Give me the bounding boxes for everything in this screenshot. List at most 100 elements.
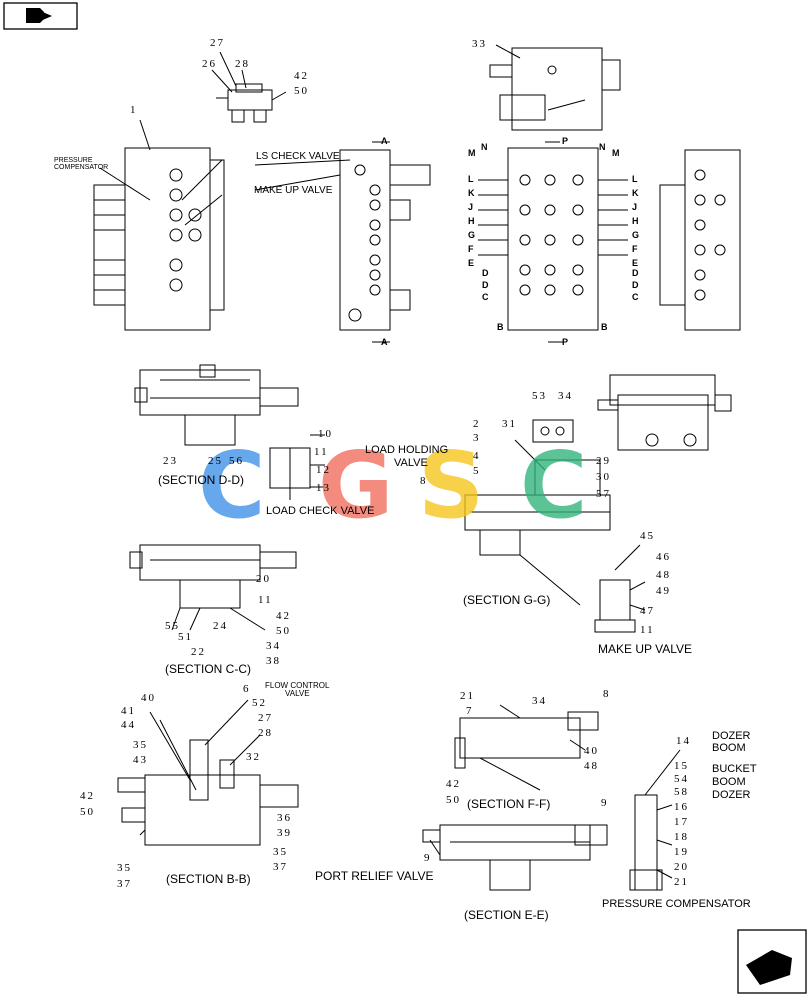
callout-10: 10 <box>318 428 333 440</box>
view-marker-a-bottom: A <box>381 337 388 347</box>
callout-20: 20 <box>674 861 689 873</box>
callout-12: 12 <box>316 464 331 476</box>
spool-letter-right: J <box>632 202 638 212</box>
pressure-compensator-drawing <box>629 749 681 891</box>
spool-letter-left: E <box>468 258 475 268</box>
callout-9: 9 <box>424 852 432 864</box>
section-bb-drawing <box>117 699 299 846</box>
callout-8: 8 <box>420 475 428 487</box>
dozer-boom-label: DOZER <box>712 730 751 742</box>
prev-page-arrow-icon[interactable] <box>3 2 78 30</box>
callout-50: 50 <box>80 806 95 818</box>
spool-letter-right: H <box>632 216 639 226</box>
callout-42: 42 <box>446 778 461 790</box>
flow-control-valve-label-2: VALVE <box>285 689 310 698</box>
view-marker-a-top: A <box>381 136 388 146</box>
valve-side-view-right <box>659 149 741 331</box>
spool-letter-right: K <box>632 188 639 198</box>
callout-34: 34 <box>266 640 281 652</box>
valve-front-view-center <box>478 147 628 343</box>
valve-side-view-a <box>254 141 431 343</box>
section-dd-title: (SECTION D-D) <box>158 473 244 487</box>
callout-49: 49 <box>656 585 671 597</box>
callout-11: 11 <box>258 594 273 606</box>
callout-21: 21 <box>460 690 475 702</box>
section-ff-drawing <box>454 704 599 791</box>
callout-1: 1 <box>130 104 138 116</box>
spool-letter-left: L <box>468 174 474 184</box>
part-53-34-drawing <box>532 419 574 443</box>
flow-control-valve-label: FLOW CONTROL <box>265 681 330 690</box>
callout-20: 20 <box>256 573 271 585</box>
callout-26: 26 <box>202 58 217 70</box>
callout-40: 40 <box>141 692 156 704</box>
view-marker-m-left: M <box>468 148 476 158</box>
callout-8: 8 <box>603 688 611 700</box>
section-dd-drawing <box>134 364 299 446</box>
callout-48: 48 <box>584 760 599 772</box>
callout-27: 27 <box>258 712 273 724</box>
view-marker-n-right: N <box>599 142 606 152</box>
callout-54: 54 <box>674 773 689 785</box>
make-up-valve-label: MAKE UP VALVE <box>598 642 693 656</box>
callout-45: 45 <box>640 530 655 542</box>
valve-isometric-view <box>597 374 732 451</box>
callout-21: 21 <box>674 876 689 888</box>
make-up-valve-label-top: MAKE UP VALVE <box>254 185 333 196</box>
callout-37: 37 <box>117 878 132 890</box>
section-ff-title: (SECTION F-F) <box>467 797 551 811</box>
view-marker-m-right: M <box>612 148 620 158</box>
callout-32: 32 <box>246 751 261 763</box>
callout-42: 42 <box>276 610 291 622</box>
callout-42: 42 <box>294 70 309 82</box>
callout-34: 34 <box>532 695 547 707</box>
view-marker-b-left: B <box>497 322 504 332</box>
callout-6: 6 <box>243 683 251 695</box>
callout-42: 42 <box>80 790 95 802</box>
callout-57: 57 <box>596 488 611 500</box>
callout-38: 38 <box>266 655 281 667</box>
callout-53: 53 <box>532 390 547 402</box>
spool-letter-right: D <box>632 268 639 278</box>
callout-17: 17 <box>674 816 689 828</box>
spool-letter-right: L <box>632 174 638 184</box>
callout-19: 19 <box>674 846 689 858</box>
spool-letter-left: C <box>482 292 489 302</box>
ls-check-valve-label: LS CHECK VALVE <box>256 151 340 162</box>
callout-47: 47 <box>640 605 655 617</box>
section-ee-title: (SECTION E-E) <box>464 908 549 922</box>
callout-29: 29 <box>596 455 611 467</box>
spool-letter-right: F <box>632 244 638 254</box>
callout-36: 36 <box>277 812 292 824</box>
callout-16: 16 <box>674 801 689 813</box>
spool-letter-left: J <box>468 202 474 212</box>
callout-28: 28 <box>258 727 273 739</box>
watermark-letter-g: G <box>318 432 394 539</box>
pressure-compensator-label: PRESSURE COMPENSATOR <box>602 898 751 910</box>
callout-23: 23 <box>163 455 178 467</box>
pressure-compensator-label-top: PRESSURE <box>54 157 93 164</box>
valve-top-view-33 <box>489 44 621 143</box>
spool-letter-right: E <box>632 258 639 268</box>
bucket-dozer-label: DOZER <box>712 789 751 801</box>
callout-25: 25 <box>208 455 223 467</box>
callout-22: 22 <box>191 646 206 658</box>
view-marker-b-right: B <box>601 322 608 332</box>
callout-11: 11 <box>314 446 329 458</box>
callout-55: 55 <box>165 620 180 632</box>
spool-letter-left: D <box>482 280 489 290</box>
section-gg-drawing <box>464 439 611 606</box>
callout-41: 41 <box>121 705 136 717</box>
callout-37: 37 <box>273 861 288 873</box>
callout-35: 35 <box>273 846 288 858</box>
next-page-arrow-icon[interactable] <box>737 929 807 994</box>
callout-13: 13 <box>316 482 331 494</box>
callout-48: 48 <box>656 569 671 581</box>
callout-44: 44 <box>121 719 136 731</box>
section-ee-drawing <box>422 824 608 891</box>
watermark-letter-c: C <box>198 432 266 539</box>
spool-letter-right: C <box>632 292 639 302</box>
callout-2: 2 <box>473 418 481 430</box>
callout-52: 52 <box>252 697 267 709</box>
